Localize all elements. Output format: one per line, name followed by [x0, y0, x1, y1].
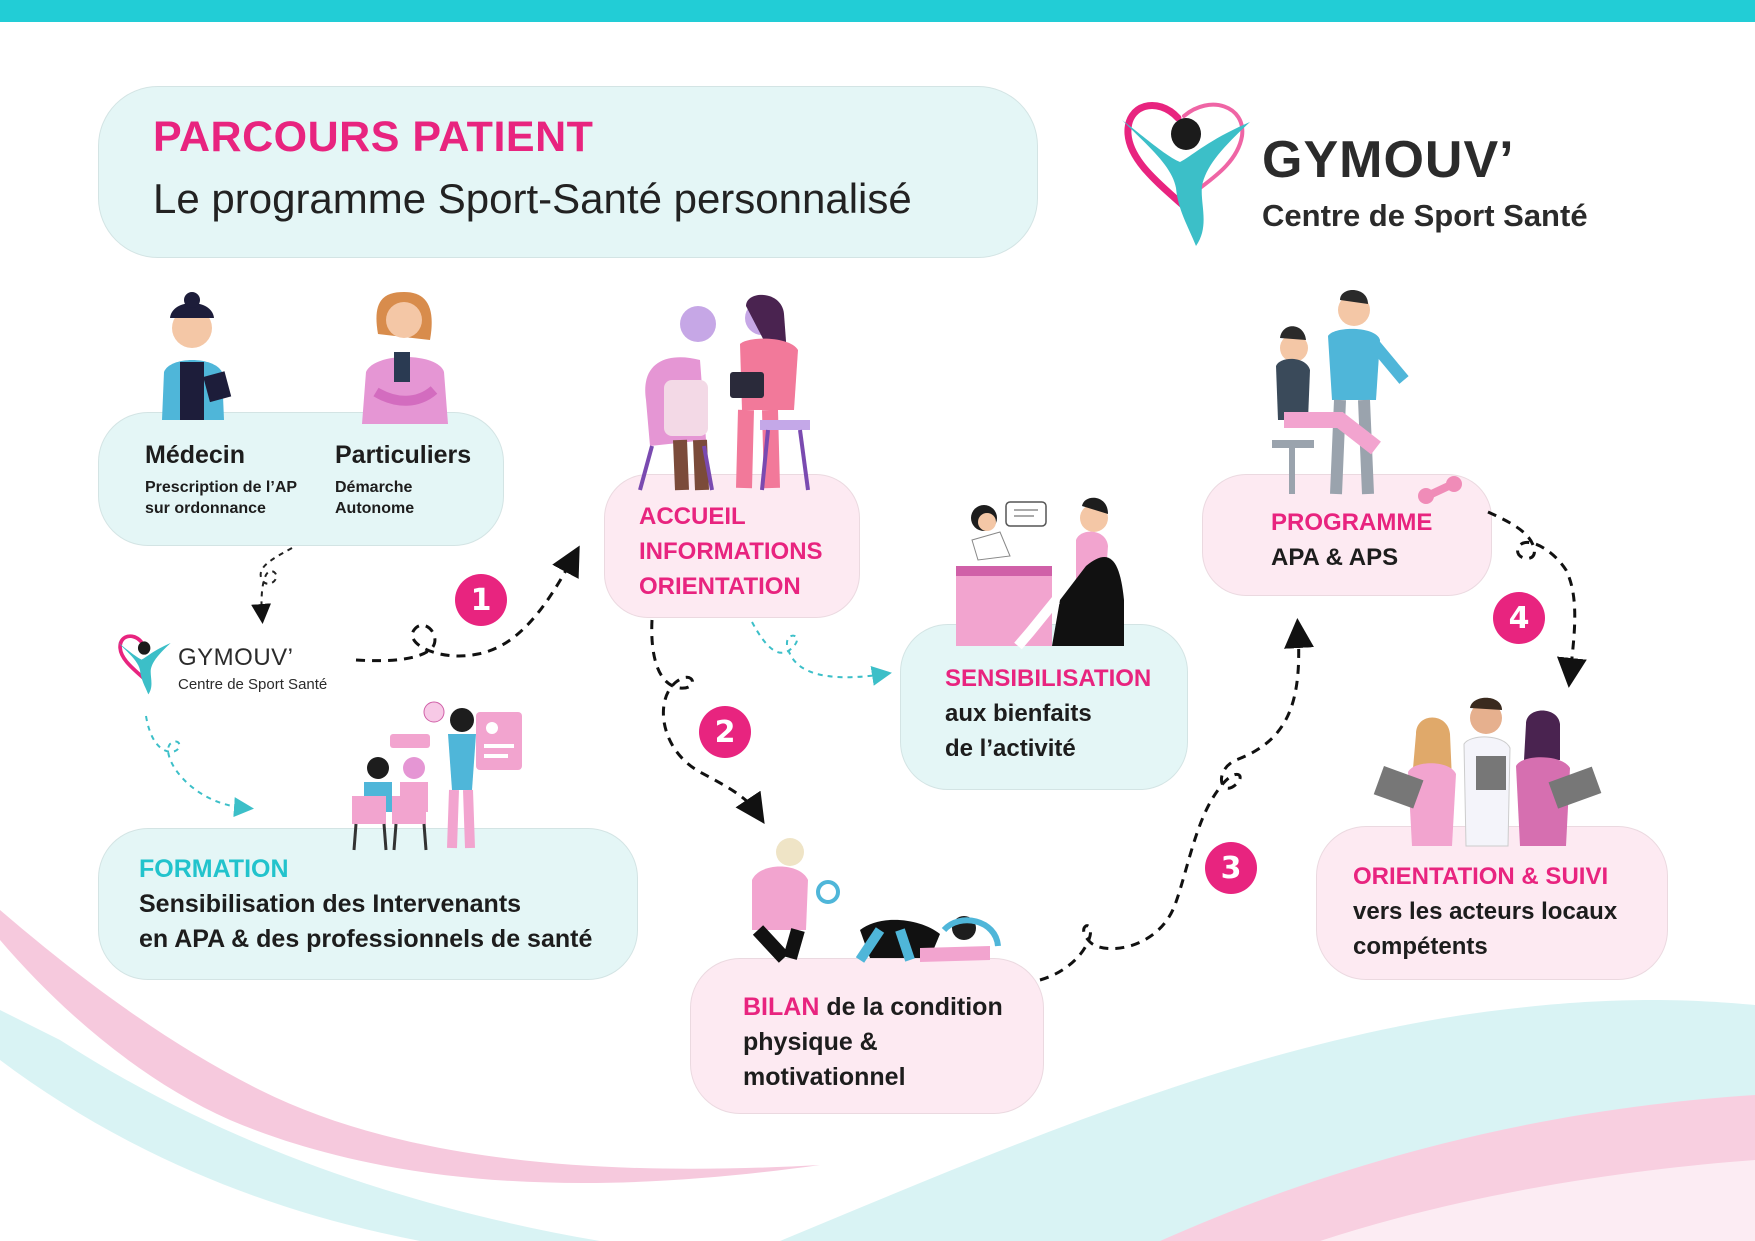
arrow-entry-to-logo: [251, 547, 293, 624]
medecin-block: Médecin Prescription de l’AP sur ordonna…: [145, 441, 297, 518]
bilan-line1: de la condition: [819, 993, 1003, 1021]
orientation-card: ORIENTATION & SUIVI vers les acteurs loc…: [1316, 826, 1668, 980]
bilan-line3: motivationnel: [743, 1063, 906, 1091]
physiotherapy-scene-icon: [1272, 289, 1462, 504]
accueil-line2: INFORMATIONS: [639, 538, 823, 565]
formation-card: FORMATION Sensibilisation des Intervenan…: [98, 828, 638, 980]
sensibilisation-title: SENSIBILISATION: [945, 665, 1152, 692]
logo-name: GYMOUV’: [1262, 131, 1515, 189]
entry-card: Médecin Prescription de l’AP sur ordonna…: [98, 412, 504, 546]
small-logo-tagline: Centre de Sport Santé: [178, 676, 328, 693]
brand-logo: GYMOUV’ Centre de Sport Santé: [1118, 100, 1618, 250]
particuliers-title: Particuliers: [335, 441, 472, 469]
small-logo-name: GYMOUV’: [178, 644, 294, 671]
sensibilisation-line2: de l’activité: [945, 735, 1076, 762]
formation-title: FORMATION: [139, 855, 289, 883]
programme-card: PROGRAMME APA & APS: [1202, 474, 1492, 596]
arrow-step-3: [1039, 618, 1314, 982]
formation-line2: en APA & des professionnels de santé: [139, 925, 593, 953]
individual-figure-icon: [362, 292, 448, 424]
arrow-step-4: [1487, 510, 1587, 688]
page-subtitle: Le programme Sport-Santé personnalisé: [153, 175, 912, 222]
logo-heart-figure-icon: [1122, 102, 1250, 246]
medical-team-icon: [1373, 697, 1602, 847]
step-badge-2: 2: [699, 706, 751, 758]
small-logo-figure-icon: [117, 634, 171, 695]
orientation-line1: vers les acteurs locaux: [1353, 898, 1618, 925]
orientation-line2: compétents: [1353, 933, 1488, 960]
arrow-logo-to-formation: [145, 715, 254, 818]
training-session-icon: [352, 701, 522, 851]
arrow-step-2: [650, 619, 765, 824]
bilan-line2: physique &: [743, 1028, 878, 1056]
medecin-line1: Prescription de l’AP: [145, 479, 298, 496]
step-badge-3: 3: [1205, 842, 1257, 894]
sensibilisation-card: SENSIBILISATION aux bienfaits de l’activ…: [900, 624, 1188, 790]
desk-conversation-icon: [956, 497, 1124, 650]
accueil-card: ACCUEIL INFORMATIONS ORIENTATION: [604, 474, 860, 618]
page-title: PARCOURS PATIENT: [153, 113, 594, 161]
accueil-line1: ACCUEIL: [639, 503, 746, 530]
particuliers-line1: Démarche: [335, 479, 413, 496]
header-card: PARCOURS PATIENT Le programme Sport-Sant…: [98, 86, 1038, 258]
orientation-title: ORIENTATION & SUIVI: [1353, 863, 1609, 890]
formation-line1: Sensibilisation des Intervenants: [139, 890, 522, 918]
particuliers-block: Particuliers Démarche Autonome: [335, 441, 471, 518]
fitness-assessment-icon: [752, 838, 1001, 963]
consultation-scene-icon: [638, 294, 810, 491]
programme-line1: APA & APS: [1271, 544, 1399, 571]
medecin-line2: sur ordonnance: [145, 500, 266, 517]
small-brand-logo: GYMOUV’ Centre de Sport Santé: [116, 630, 356, 700]
step-badge-1: 1: [455, 574, 507, 626]
logo-tagline: Centre de Sport Santé: [1262, 198, 1588, 233]
medecin-title: Médecin: [145, 441, 246, 469]
bilan-card: BILAN de la condition physique & motivat…: [690, 958, 1044, 1114]
accueil-line3: ORIENTATION: [639, 573, 801, 600]
top-accent-bar: [0, 0, 1755, 22]
programme-title: PROGRAMME: [1271, 509, 1433, 536]
dumbbell-icon: [1418, 476, 1462, 504]
particuliers-line2: Autonome: [335, 500, 415, 517]
bilan-title: BILAN: [743, 993, 820, 1021]
sensibilisation-line1: aux bienfaits: [945, 700, 1092, 727]
doctor-figure-icon: [162, 292, 232, 420]
step-badge-4: 4: [1493, 592, 1545, 644]
